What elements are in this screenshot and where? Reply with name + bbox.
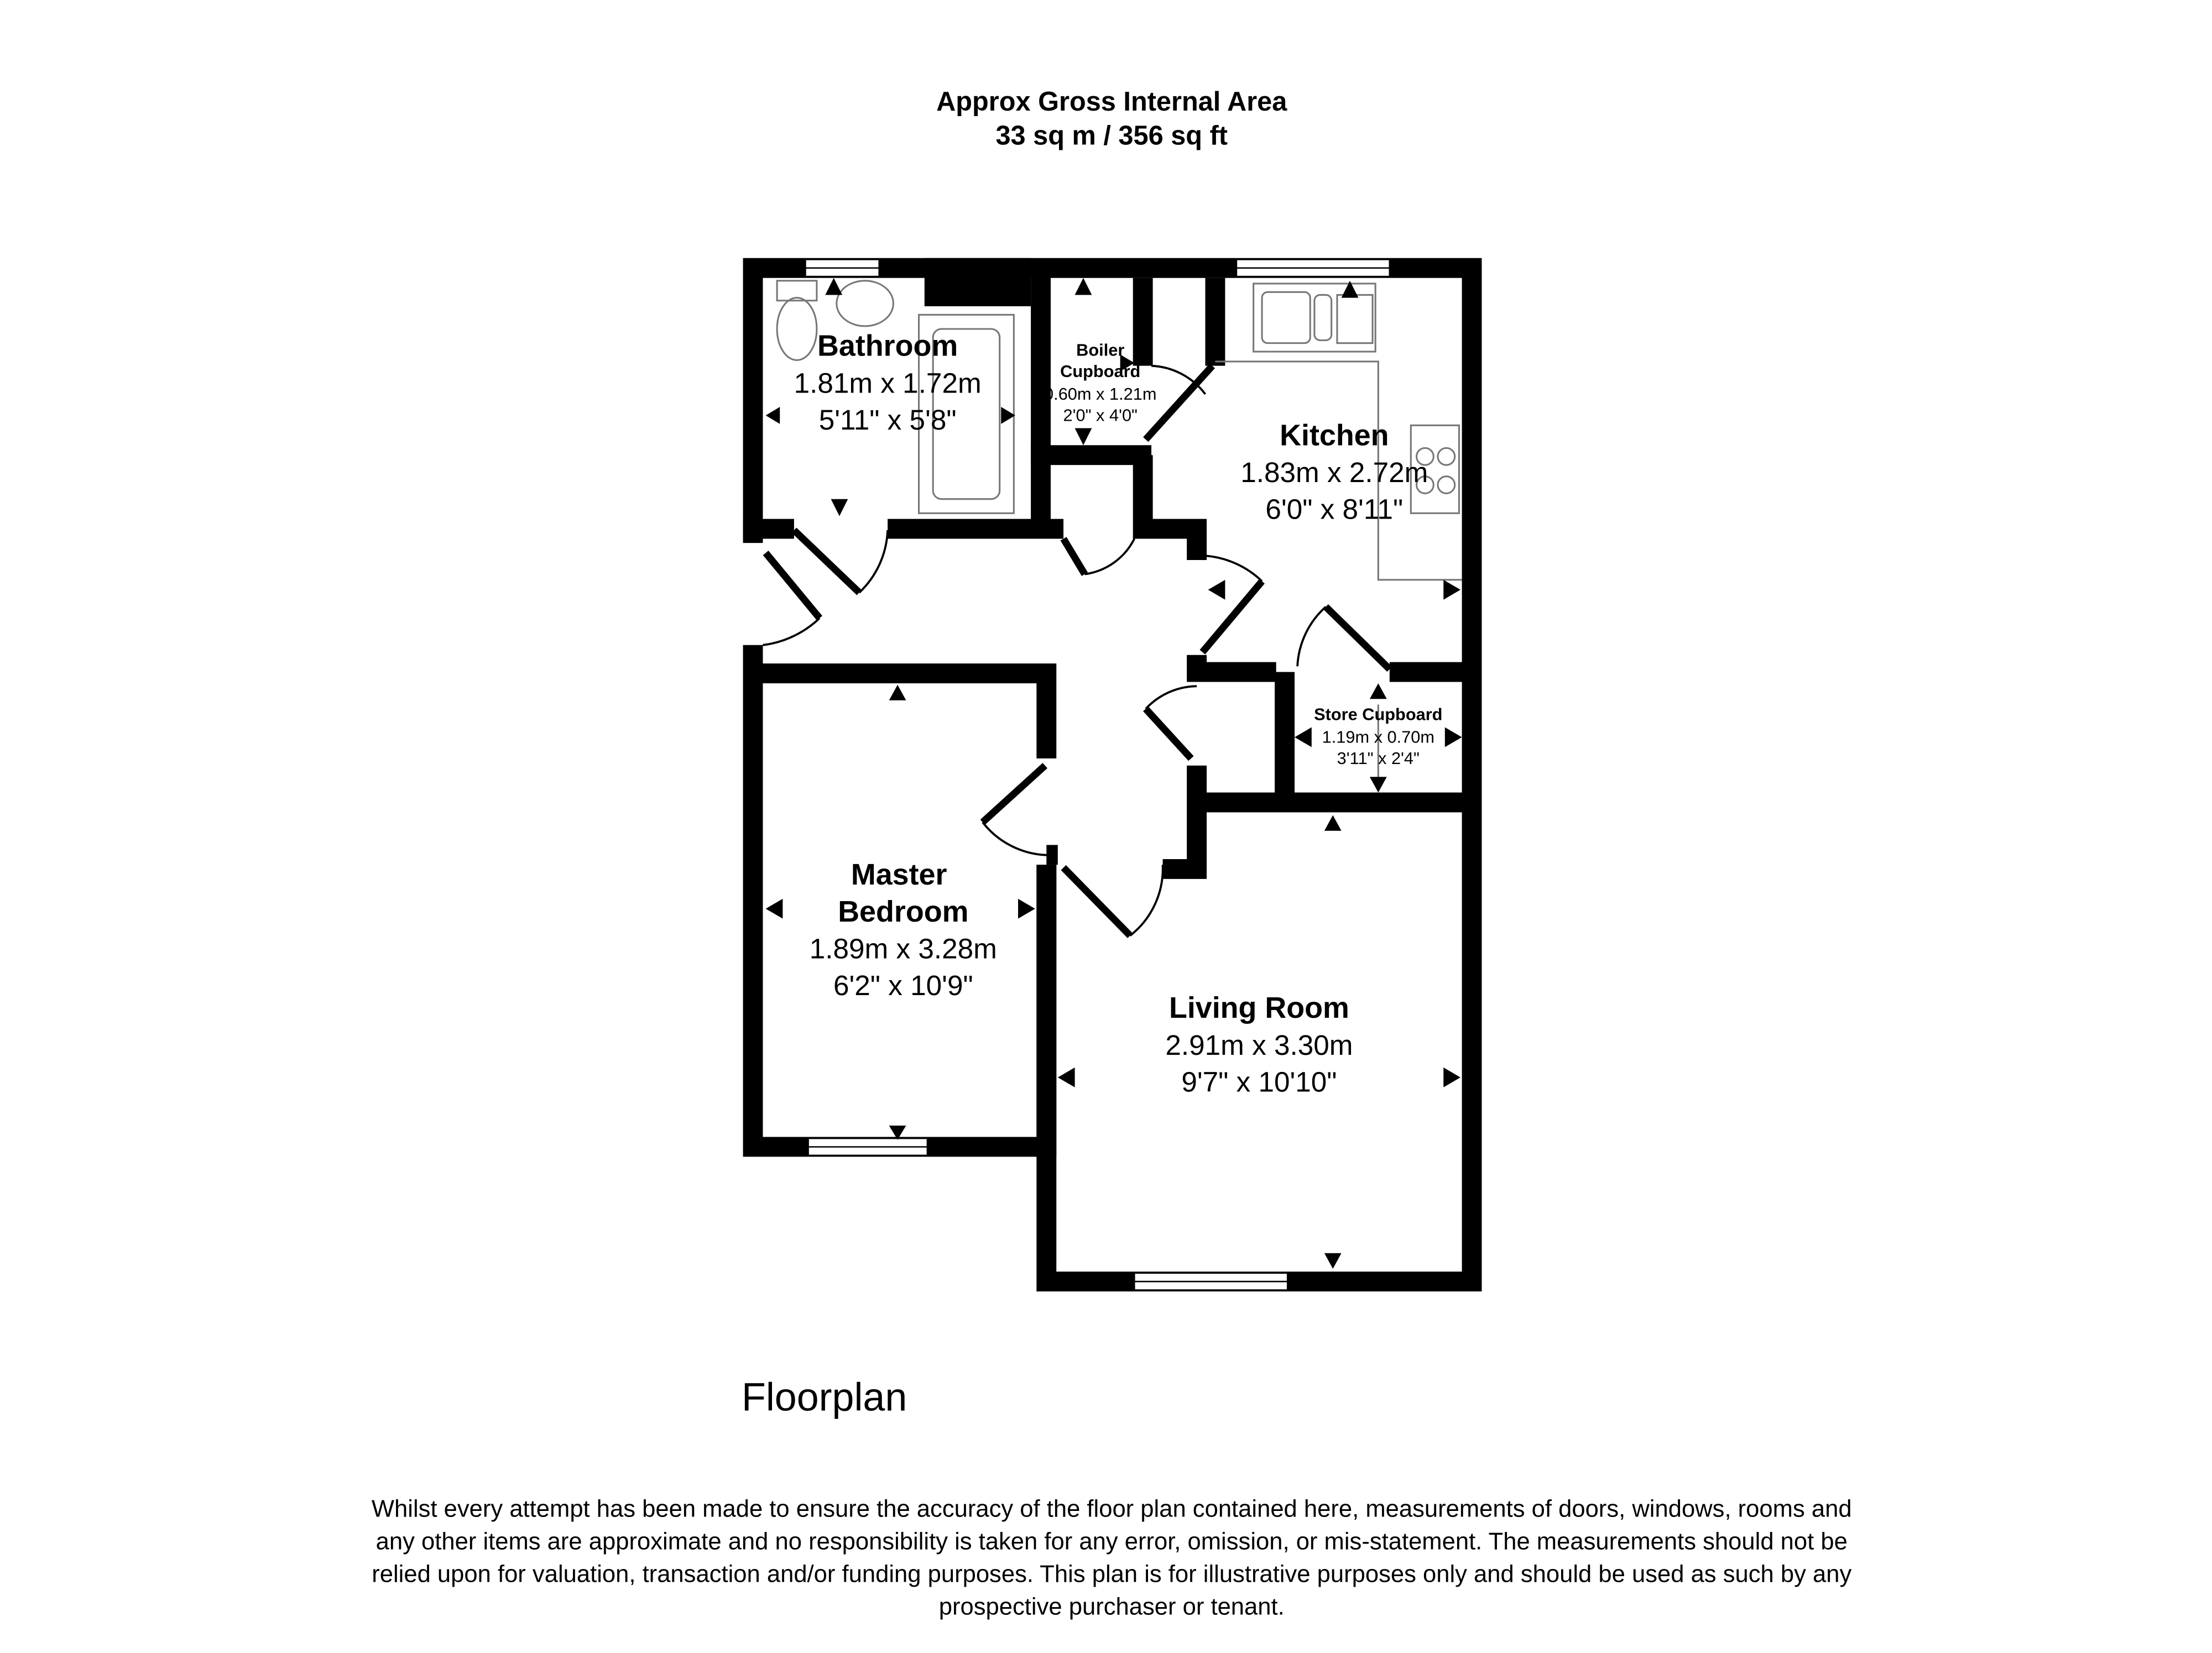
header: Approx Gross Internal Area 33 sq m / 356…	[936, 87, 1287, 151]
toilet-icon	[776, 297, 818, 361]
room-name: Cupboard	[1060, 362, 1140, 381]
room-imperial: 6'0" x 8'11"	[1265, 494, 1403, 525]
disclaimer-line: prospective purchaser or tenant.	[939, 1594, 1285, 1620]
room-imperial: 9'7" x 10'10"	[1181, 1066, 1337, 1097]
room-master-bedroom: Master Bedroom 1.89m x 3.28m 6'2" x 10'9…	[810, 858, 997, 1001]
disclaimer-line: Whilst every attempt has been made to en…	[372, 1496, 1852, 1523]
room-metric: 2.91m x 3.30m	[1165, 1029, 1353, 1061]
room-imperial: 3'11" x 2'4"	[1337, 749, 1420, 768]
area-value: 33 sq m / 356 sq ft	[995, 121, 1228, 151]
kitchen-sink-icon	[1253, 283, 1376, 353]
room-metric: 1.19m x 0.70m	[1322, 728, 1434, 747]
disclaimer-line: relied upon for valuation, transaction a…	[372, 1561, 1851, 1588]
disclaimer-line: any other items are approximate and no r…	[376, 1529, 1848, 1555]
room-metric: 0.60m x 1.21m	[1044, 384, 1156, 404]
room-name: Bathroom	[817, 329, 958, 363]
room-living-room: Living Room 2.91m x 3.30m 9'7" x 10'10"	[1165, 991, 1353, 1097]
room-name: Living Room	[1169, 991, 1349, 1024]
room-name: Bedroom	[838, 895, 968, 928]
room-metric: 1.83m x 2.72m	[1240, 457, 1428, 488]
bath-icon	[918, 313, 1015, 514]
room-kitchen: Kitchen 1.83m x 2.72m 6'0" x 8'11"	[1240, 419, 1428, 525]
fixtures	[776, 280, 1462, 780]
disclaimer: Whilst every attempt has been made to en…	[372, 1496, 1852, 1620]
sink-icon	[836, 280, 894, 327]
area-title: Approx Gross Internal Area	[936, 87, 1287, 117]
windows	[805, 259, 1391, 1291]
room-imperial: 5'11" x 5'8"	[819, 404, 957, 436]
floor-label: Floorplan	[742, 1375, 907, 1419]
room-metric: 1.89m x 3.28m	[810, 933, 997, 964]
room-imperial: 6'2" x 10'9"	[833, 970, 973, 1001]
hob-icon	[1410, 424, 1460, 514]
room-metric: 1.81m x 1.72m	[794, 367, 982, 399]
room-name: Master	[851, 858, 947, 891]
room-store-cupboard: Store Cupboard 1.19m x 0.70m 3'11" x 2'4…	[1314, 705, 1442, 768]
room-name: Store Cupboard	[1314, 705, 1442, 724]
doors	[763, 363, 1392, 938]
room-boiler-cupboard: Boiler Cupboard 0.60m x 1.21m 2'0" x 4'0…	[1044, 341, 1156, 425]
room-name: Boiler	[1076, 341, 1124, 360]
room-bathroom: Bathroom 1.81m x 1.72m 5'11" x 5'8"	[794, 329, 982, 436]
room-name: Kitchen	[1280, 419, 1389, 452]
room-imperial: 2'0" x 4'0"	[1063, 406, 1138, 425]
walls	[743, 258, 1482, 1292]
